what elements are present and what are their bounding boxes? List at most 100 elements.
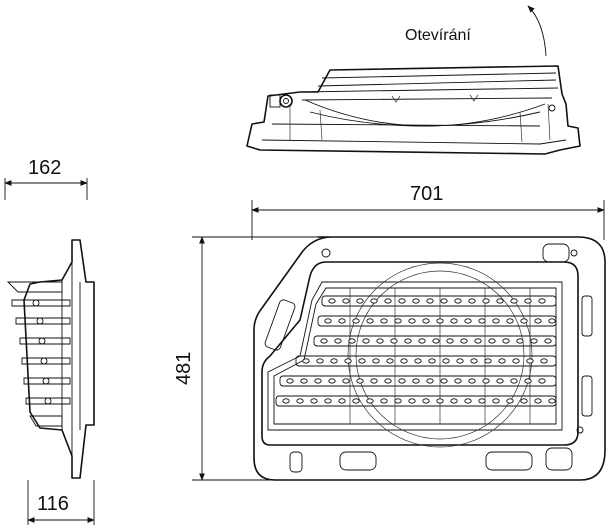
- grate-slot: [314, 378, 322, 384]
- grate-slot: [414, 358, 422, 364]
- grate-slot: [520, 318, 528, 324]
- grate-slot: [516, 338, 524, 344]
- opening-label: Otevírání: [405, 27, 471, 44]
- grate-slot: [426, 298, 434, 304]
- grate-slot: [370, 378, 378, 384]
- grate-slot: [460, 338, 468, 344]
- grate-slot: [376, 338, 384, 344]
- grate-slot: [394, 398, 402, 404]
- grate-slot: [380, 318, 388, 324]
- grate-slot: [398, 298, 406, 304]
- grate-slot: [422, 318, 430, 324]
- grate-slot: [394, 318, 402, 324]
- grate-slot: [442, 358, 450, 364]
- grate-slot: [348, 338, 356, 344]
- grate-slot: [436, 318, 444, 324]
- grate-slot: [496, 378, 504, 384]
- grate-slot: [496, 298, 504, 304]
- grate-slot: [544, 338, 552, 344]
- grate-slot: [372, 358, 380, 364]
- height-dimension-value: 481: [173, 352, 195, 385]
- grate-slot: [302, 358, 310, 364]
- grate-slot: [534, 398, 542, 404]
- grate-slot: [384, 378, 392, 384]
- grate-slot: [450, 398, 458, 404]
- grate-slot: [328, 378, 336, 384]
- grate-slot: [366, 318, 374, 324]
- grate-slot: [440, 378, 448, 384]
- grate-slot: [440, 298, 448, 304]
- grate-slot: [498, 358, 506, 364]
- grate-slot: [506, 318, 514, 324]
- grate-slot: [404, 338, 412, 344]
- grate-slot: [464, 318, 472, 324]
- grate-slot: [446, 338, 454, 344]
- grate-slot: [538, 298, 546, 304]
- grate-slot: [454, 298, 462, 304]
- side-section-view: [4, 178, 95, 525]
- grate-slot: [524, 378, 532, 384]
- side-top-dimension-value: 162: [28, 157, 61, 179]
- grate-slot: [454, 378, 462, 384]
- grate-slot: [384, 298, 392, 304]
- grate-slot: [492, 318, 500, 324]
- grate-slot: [418, 338, 426, 344]
- grate-slot: [398, 378, 406, 384]
- grate-slot: [512, 358, 520, 364]
- grate-slot: [338, 318, 346, 324]
- opening-direction-arrow: [527, 5, 547, 57]
- grate-slot: [316, 358, 324, 364]
- grate-slot: [432, 338, 440, 344]
- grate-slot: [408, 318, 416, 324]
- grate-slot: [510, 298, 518, 304]
- grate-slot: [538, 378, 546, 384]
- grate-slot: [530, 338, 538, 344]
- grate-slot: [506, 398, 514, 404]
- grate-slot: [484, 358, 492, 364]
- grate-slot: [468, 298, 476, 304]
- grate-slot: [426, 378, 434, 384]
- grate-slot: [524, 298, 532, 304]
- grate-slot: [282, 398, 290, 404]
- width-dimension-value: 701: [410, 183, 443, 205]
- grate-slots: [282, 298, 556, 404]
- grate-slot: [356, 378, 364, 384]
- grate-slot: [362, 338, 370, 344]
- grate-slot: [488, 338, 496, 344]
- grate-slot: [334, 338, 342, 344]
- grate-slot: [344, 358, 352, 364]
- grate-slot: [412, 378, 420, 384]
- grate-slot: [286, 378, 294, 384]
- grate-slot: [328, 298, 336, 304]
- grate-slot: [478, 318, 486, 324]
- grate-slot: [456, 358, 464, 364]
- grate-slot: [482, 298, 490, 304]
- grate-slot: [330, 358, 338, 364]
- grate-slot: [296, 398, 304, 404]
- grate-slot: [352, 318, 360, 324]
- grate-slot: [324, 398, 332, 404]
- grate-slot: [474, 338, 482, 344]
- grate-slot: [478, 398, 486, 404]
- grate-slot: [390, 338, 398, 344]
- grate-slot: [492, 398, 500, 404]
- grate-slot: [412, 298, 420, 304]
- height-dimension: [192, 236, 330, 481]
- side-bottom-dimension-value: 116: [37, 493, 69, 515]
- grate-slot: [464, 398, 472, 404]
- grate-slot: [436, 398, 444, 404]
- grate-slot: [370, 298, 378, 304]
- grate-slot: [548, 398, 556, 404]
- grate-slot: [342, 298, 350, 304]
- grate-slot: [428, 358, 436, 364]
- section-fingers: [6, 281, 71, 427]
- grate-slot: [520, 398, 528, 404]
- grate-slot: [540, 358, 548, 364]
- grate-slot: [366, 398, 374, 404]
- grate-slot: [310, 398, 318, 404]
- grate-slot: [468, 378, 476, 384]
- grate-slot: [422, 398, 430, 404]
- grate-slot: [352, 398, 360, 404]
- grate-slot: [342, 378, 350, 384]
